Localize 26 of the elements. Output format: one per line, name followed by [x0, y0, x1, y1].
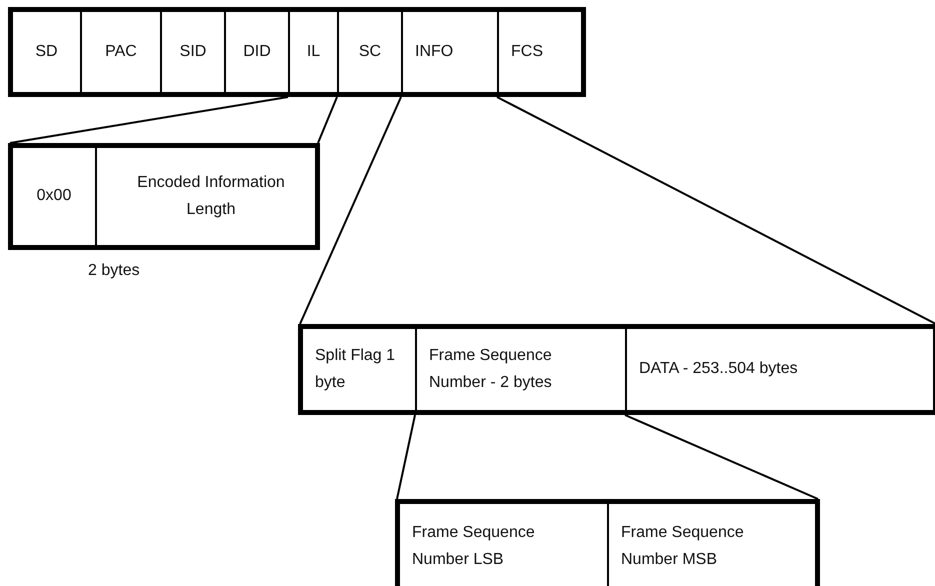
field-cell: Split Flag 1 byte: [303, 329, 415, 410]
field-cell: PAC: [80, 12, 160, 92]
expansion-line: [624, 414, 818, 500]
size-note: 2 bytes: [88, 262, 140, 280]
field-cell: IL: [288, 12, 337, 92]
field-cell: 0x00: [13, 148, 95, 245]
field-cell: DID: [224, 12, 288, 92]
expansion-line: [317, 96, 338, 144]
expansion-line: [396, 414, 416, 500]
field-cell: SID: [160, 12, 224, 92]
expansion-line: [299, 96, 402, 324]
field-cell: Encoded Information Length: [95, 148, 315, 245]
expansion-line: [10, 96, 288, 144]
field-cell: FCS: [497, 12, 581, 92]
field-cell: Frame Sequence Number - 2 bytes: [415, 329, 625, 410]
field-cell: Frame Sequence Number MSB: [607, 504, 815, 586]
field-cell: SD: [13, 12, 80, 92]
frame-box: [8, 143, 320, 250]
frame-box: [8, 7, 586, 97]
frame-box: [298, 324, 935, 415]
frame-box: [395, 499, 820, 586]
field-cell: DATA - 253..504 bytes: [625, 329, 933, 410]
field-cell: INFO: [401, 12, 497, 92]
field-cell: Frame Sequence Number LSB: [400, 504, 607, 586]
field-cell: SC: [337, 12, 401, 92]
expansion-line: [496, 96, 935, 325]
